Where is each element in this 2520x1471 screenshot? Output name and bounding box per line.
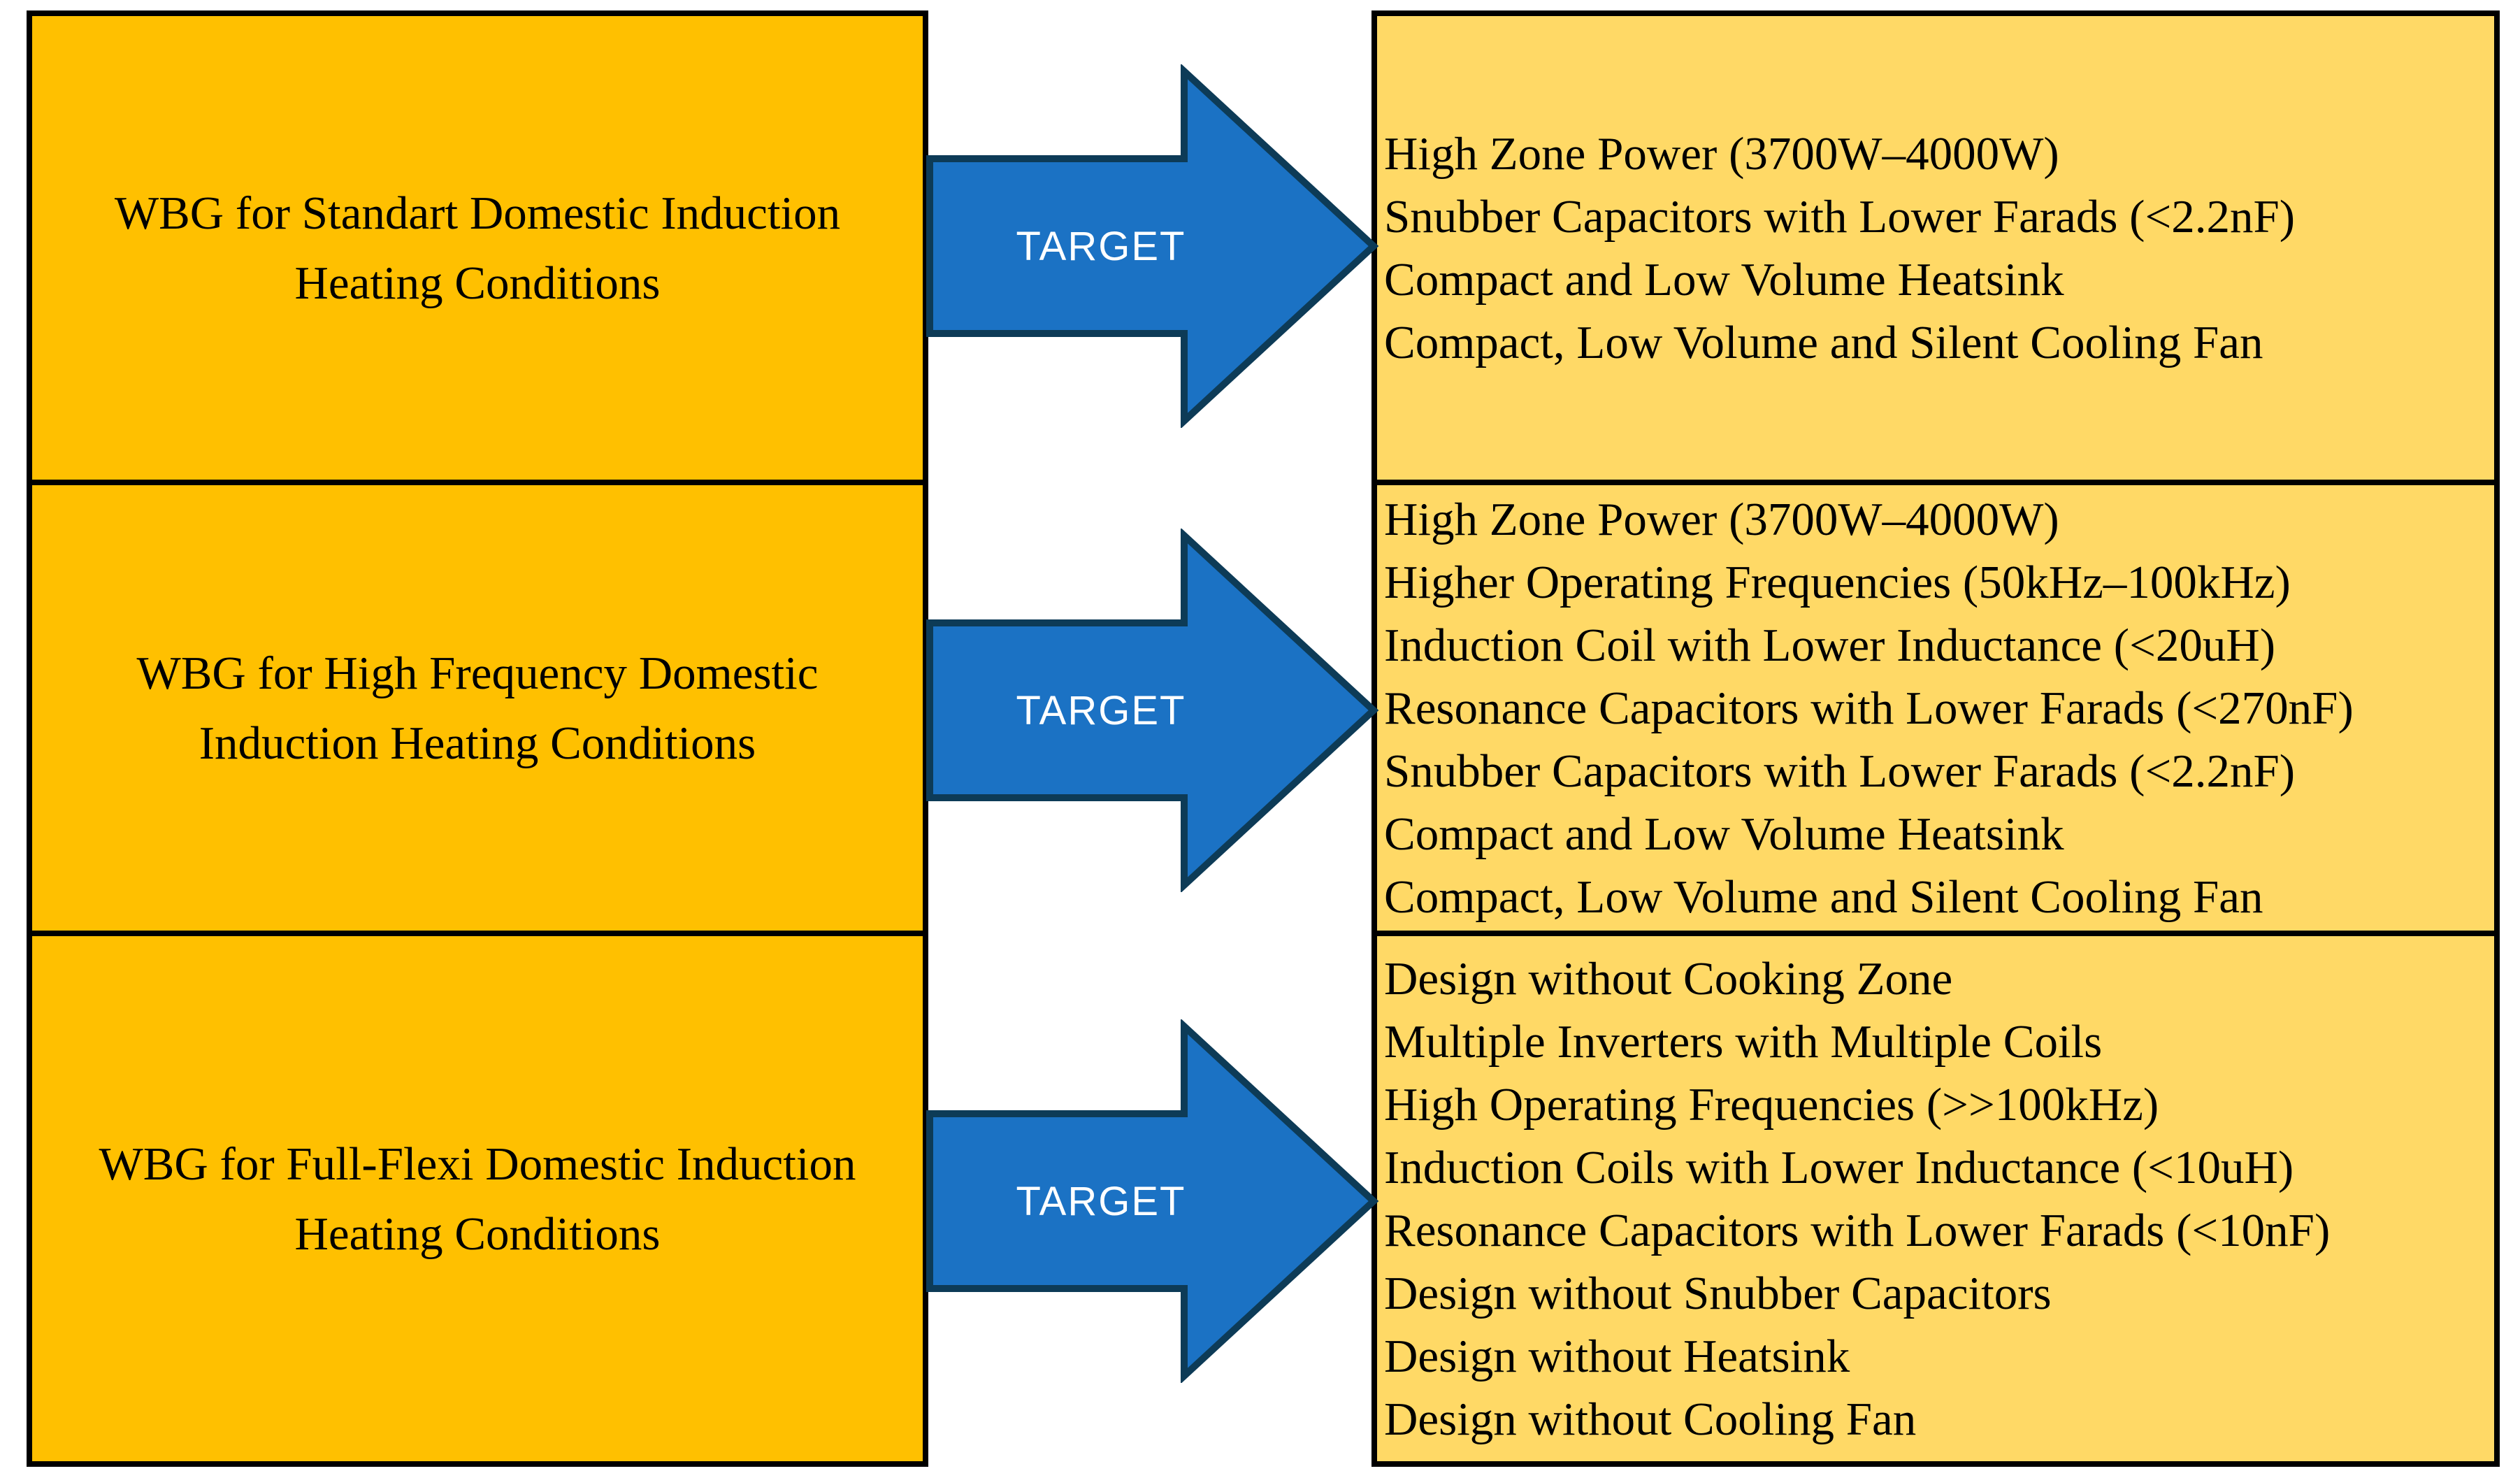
target-line: Compact and Low Volume Heatsink bbox=[1384, 253, 2064, 306]
target-line: Multiple Inverters with Multiple Coils bbox=[1384, 1015, 2103, 1068]
target-list-high-frequency: High Zone Power (3700W–4000W) Higher Oper… bbox=[1377, 488, 2494, 928]
target-arrow-row-2: TARGET bbox=[926, 529, 1379, 892]
right-arrow-icon bbox=[926, 529, 1379, 892]
target-line: High Zone Power (3700W–4000W) bbox=[1384, 493, 2059, 545]
target-line: High Operating Frequencies (>>100kHz) bbox=[1384, 1078, 2159, 1131]
target-line: Design without Heatsink bbox=[1384, 1330, 1850, 1382]
target-arrow-row-1: TARGET bbox=[926, 64, 1379, 428]
arrow-label: TARGET bbox=[1016, 1178, 1186, 1224]
source-box-full-flexi: WBG for Full-Flexi Domestic Induction He… bbox=[32, 936, 923, 1461]
target-line: Design without Snubber Capacitors bbox=[1384, 1267, 2052, 1319]
target-line: Snubber Capacitors with Lower Farads (<2… bbox=[1384, 745, 2296, 797]
target-line: Resonance Capacitors with Lower Farads (… bbox=[1384, 1204, 2331, 1256]
target-line: Induction Coils with Lower Inductance (<… bbox=[1384, 1141, 2294, 1193]
target-box-high-frequency: High Zone Power (3700W–4000W) Higher Oper… bbox=[1377, 485, 2494, 936]
target-line: Induction Coil with Lower Inductance (<2… bbox=[1384, 619, 2276, 671]
target-line: Resonance Capacitors with Lower Farads (… bbox=[1384, 682, 2354, 734]
right-arrow-icon bbox=[926, 64, 1379, 428]
source-box-high-frequency-text: WBG for High Frequency Domestic Inductio… bbox=[136, 647, 819, 769]
source-box-full-flexi-text: WBG for Full-Flexi Domestic Induction He… bbox=[99, 1138, 856, 1260]
target-line: Higher Operating Frequencies (50kHz–100k… bbox=[1384, 556, 2291, 608]
target-line: Compact and Low Volume Heatsink bbox=[1384, 808, 2064, 860]
source-column: WBG for Standart Domestic Induction Heat… bbox=[27, 10, 928, 1467]
source-box-standart: WBG for Standart Domestic Induction Heat… bbox=[32, 16, 923, 485]
target-line: High Zone Power (3700W–4000W) bbox=[1384, 127, 2059, 180]
target-list-standart: High Zone Power (3700W–4000W) Snubber Cap… bbox=[1377, 122, 2494, 374]
target-arrow-row-3: TARGET bbox=[926, 1019, 1379, 1383]
target-line: Snubber Capacitors with Lower Farads (<2… bbox=[1384, 190, 2296, 243]
target-line: Compact, Low Volume and Silent Cooling F… bbox=[1384, 316, 2263, 368]
target-line: Compact, Low Volume and Silent Cooling F… bbox=[1384, 870, 2263, 923]
right-arrow-icon bbox=[926, 1019, 1379, 1383]
source-box-high-frequency: WBG for High Frequency Domestic Inductio… bbox=[32, 485, 923, 936]
arrow-label: TARGET bbox=[1016, 687, 1186, 733]
source-box-standart-text: WBG for Standart Domestic Induction Heat… bbox=[114, 187, 841, 309]
target-column: High Zone Power (3700W–4000W) Snubber Cap… bbox=[1371, 10, 2500, 1467]
target-line: Design without Cooking Zone bbox=[1384, 952, 1953, 1005]
target-box-standart: High Zone Power (3700W–4000W) Snubber Cap… bbox=[1377, 16, 2494, 485]
arrow-label: TARGET bbox=[1016, 223, 1186, 269]
target-line: Design without Cooling Fan bbox=[1384, 1393, 1917, 1445]
